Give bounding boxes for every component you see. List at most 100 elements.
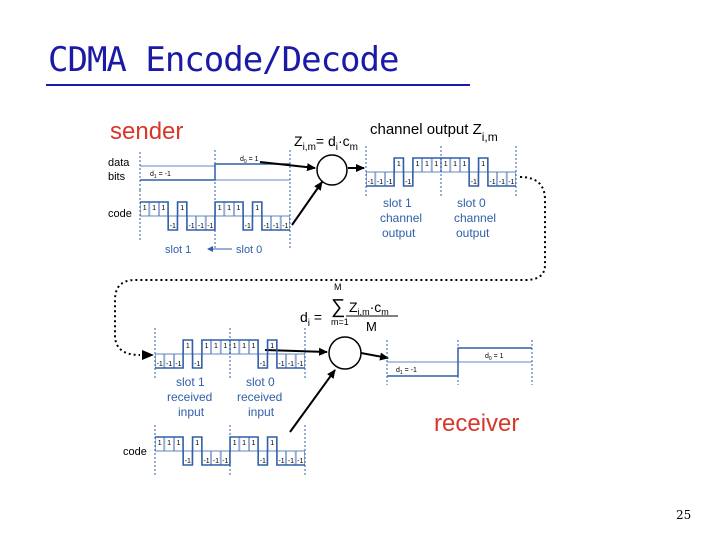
received-input-chip-label: -1	[166, 361, 172, 368]
channel-output-chip-label: -1	[489, 179, 495, 186]
sender-formula: Zi,m= di·cm	[294, 133, 358, 153]
data-to-multiplier-arrow	[259, 161, 316, 172]
receiver-code-chip-label: -1	[278, 458, 284, 465]
receiver-code-chip-label: -1	[203, 458, 209, 465]
sender-code-chip-label: 1	[227, 205, 231, 212]
receiver-code-chip-label: -1	[222, 458, 228, 465]
receiver-d0-label: d0 = 1	[485, 353, 504, 362]
receiver-code-chip-label: 1	[195, 440, 199, 447]
channel-output-chip-label: 1	[444, 161, 448, 168]
received-input-chip-label: -1	[297, 361, 303, 368]
slot0-output-line1: slot 0	[457, 196, 486, 210]
sender-code-chip-label: 1	[143, 205, 147, 212]
sender-code-line	[140, 201, 290, 231]
received-input-chip-label: -1	[157, 361, 163, 368]
slot0-input-line2: received	[237, 390, 282, 404]
channel-output-chip-label: 1	[462, 161, 466, 168]
received-input-chip-label: 1	[251, 343, 255, 350]
channel-output-chip-label: 1	[453, 161, 457, 168]
slot1-output-line1: slot 1	[383, 196, 412, 210]
received-input-chip-label: 1	[223, 343, 227, 350]
received-input-chip-label: 1	[270, 343, 274, 350]
sender-code-chip-label: 1	[152, 205, 156, 212]
receiver-code-chip-label: 1	[251, 440, 255, 447]
received-input-line	[155, 339, 305, 369]
sender-code-chip-label: -1	[273, 223, 279, 230]
slot1-output-line2: channel	[380, 211, 422, 225]
receiver-code-chip-label: 1	[176, 440, 180, 447]
code-to-receiver-arrow	[289, 369, 336, 433]
receiver-code-line	[155, 436, 305, 466]
sender-code-chip-label: 1	[236, 205, 240, 212]
slot0-output-line2: channel	[454, 211, 496, 225]
received-input-chip-label: 1	[186, 343, 190, 350]
svg-text:M: M	[366, 319, 377, 334]
sender-slot1-label: slot 1	[165, 244, 191, 256]
sender-code-chip-label: 1	[161, 205, 165, 212]
page-number: 25	[676, 508, 692, 522]
channel-output-chip-label: 1	[425, 161, 429, 168]
channel-output-chip-label: -1	[499, 179, 505, 186]
received-input-chip-label: -1	[288, 361, 294, 368]
svg-text:Zi,m·cm: Zi,m·cm	[349, 299, 389, 317]
channel-output-chip-label: -1	[508, 179, 514, 186]
channel-output-chip-label: 1	[481, 161, 485, 168]
received-input-chip-label: -1	[260, 361, 266, 368]
receiver-code-chip-label: 1	[167, 440, 171, 447]
receiver-multiplier-circle	[328, 336, 362, 370]
slot0-output-line3: output	[456, 226, 490, 240]
channel-output-chip-label: -1	[377, 179, 383, 186]
sender-code-chip-label: -1	[170, 223, 176, 230]
received-input-chip-label: 1	[233, 343, 237, 350]
svg-text:di =: di =	[300, 309, 322, 329]
sender-d1-label: d1 = -1	[150, 171, 171, 180]
data-label: data	[108, 157, 130, 169]
channel-output-chip-label: 1	[397, 161, 401, 168]
sender-code-chip-label: -1	[207, 223, 213, 230]
channel-output-chip-label: 1	[416, 161, 420, 168]
svg-text:M: M	[334, 282, 342, 292]
sender-code-label: code	[108, 208, 132, 220]
slide-title: CDMA Encode/Decode	[48, 40, 399, 80]
sender-heading: sender	[110, 118, 183, 145]
receiver-code-chip-label: 1	[242, 440, 246, 447]
receiver-code-chip-label: 1	[233, 440, 237, 447]
receiver-code-chip-label: -1	[185, 458, 191, 465]
sender-multiplier-circle	[316, 154, 348, 186]
slot1-input-line3: input	[178, 405, 205, 419]
slot1-input-line2: received	[167, 390, 212, 404]
slot1-input-line1: slot 1	[176, 375, 205, 389]
sender-code-chip-label: -1	[188, 223, 194, 230]
slot-arrow-head	[207, 246, 213, 252]
input-to-multiplier-arrow	[264, 347, 328, 356]
channel-output-chip-label: -1	[471, 179, 477, 186]
received-input-chip-label: 1	[214, 343, 218, 350]
code-to-multiplier-arrow	[291, 181, 323, 226]
sender-code-chip-label: -1	[198, 223, 204, 230]
channel-output-chip-label: 1	[434, 161, 438, 168]
channel-output-label: channel output Zi,m	[370, 121, 498, 144]
channel-output-chip-label: -1	[386, 179, 392, 186]
bits-label: bits	[108, 171, 126, 183]
receiver-code-chip-label: -1	[297, 458, 303, 465]
receiver-d1-label: d1 = -1	[396, 367, 417, 376]
receiver-code-chip-label: -1	[213, 458, 219, 465]
sender-d0-label: d0 = 1	[240, 156, 259, 165]
sender-code-chip-label: -1	[245, 223, 251, 230]
received-input-chip-label: 1	[242, 343, 246, 350]
receiver-code-label: code	[123, 446, 147, 458]
receiver-output-arrow	[360, 352, 389, 361]
sender-code-chip-label: 1	[255, 205, 259, 212]
receiver-formula: di = M ∑ m=1 Zi,m·cm M	[300, 282, 398, 334]
svg-text:m=1: m=1	[331, 317, 349, 327]
received-input-chip-label: -1	[175, 361, 181, 368]
receiver-data-bits	[386, 340, 533, 385]
title-underline	[46, 84, 470, 86]
receiver-code-chip-label: 1	[158, 440, 162, 447]
receiver-code-chip-label: -1	[288, 458, 294, 465]
sender-slot0-label: slot 0	[236, 244, 262, 256]
receiver-heading: receiver	[434, 410, 519, 437]
sender-code-chip-label: 1	[218, 205, 222, 212]
